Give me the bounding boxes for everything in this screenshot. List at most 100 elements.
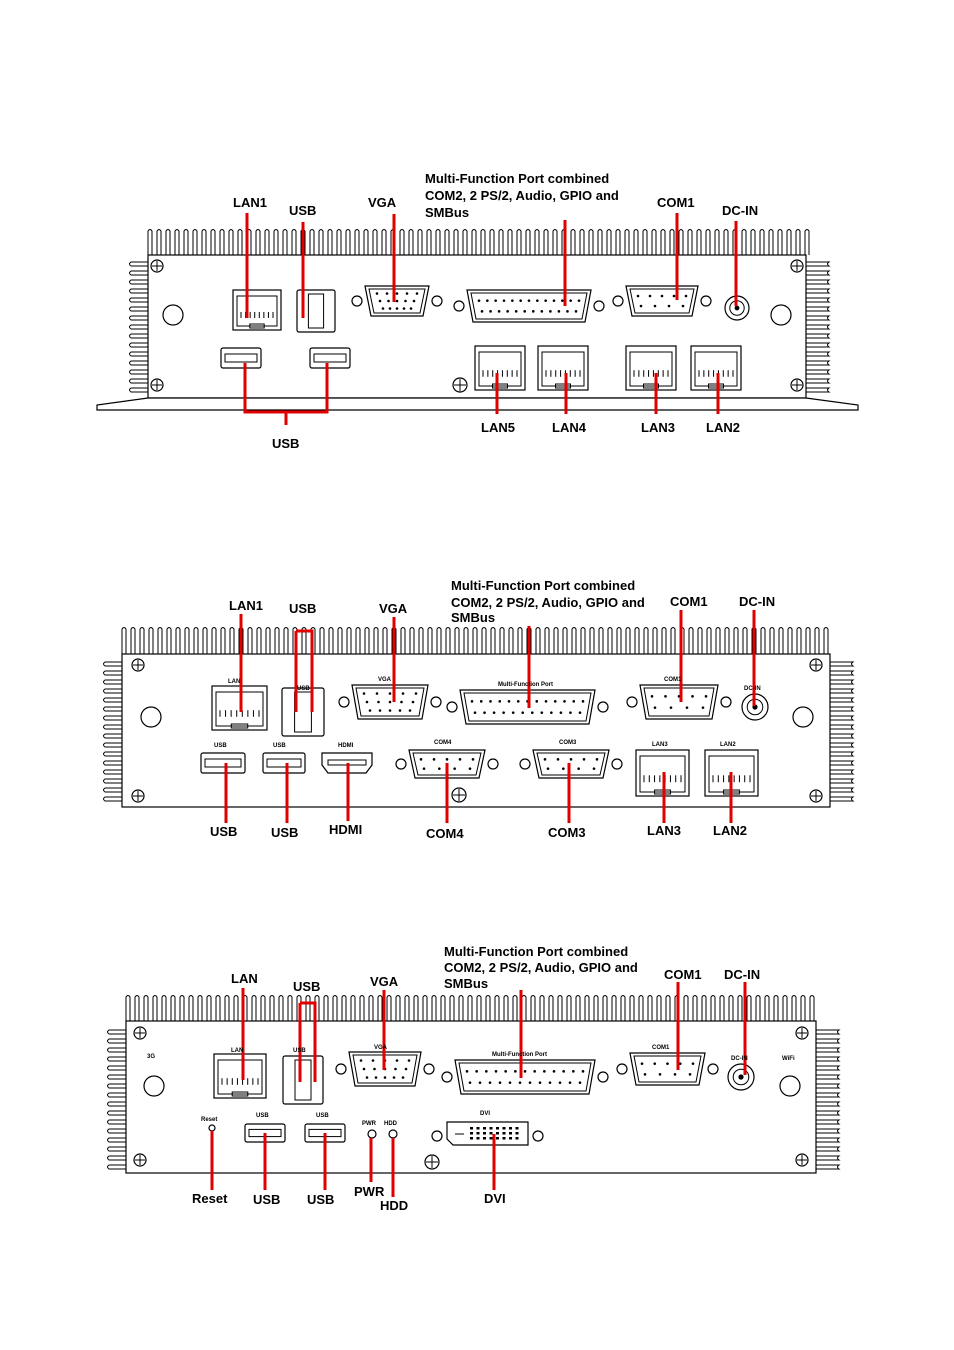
heatsink-fin bbox=[642, 229, 648, 255]
heatsink-fin bbox=[467, 995, 473, 1021]
dsub-screw bbox=[626, 696, 638, 708]
label-lan: LAN bbox=[231, 971, 258, 986]
heatsink-fin bbox=[364, 627, 370, 654]
heatsink-fin bbox=[669, 229, 675, 255]
heatsink-fin bbox=[624, 229, 630, 255]
heatsink-fin bbox=[314, 995, 320, 1021]
heatsink-fin bbox=[372, 229, 378, 255]
silk-usb-2: USB bbox=[273, 743, 286, 749]
heatsink-fin bbox=[773, 995, 779, 1021]
heatsink-fin bbox=[809, 995, 815, 1021]
dsub-pin bbox=[458, 758, 462, 761]
label-usb-bottom-1: USB bbox=[253, 1192, 280, 1207]
heatsink-fin bbox=[444, 229, 450, 255]
label-mfp-line3: SMBus bbox=[425, 205, 469, 220]
heatsink-fin bbox=[346, 627, 352, 654]
dsub-pin bbox=[419, 758, 423, 761]
heatsink-fin bbox=[543, 229, 549, 255]
heatsink-fin bbox=[733, 627, 739, 654]
dsub-pin bbox=[388, 307, 392, 310]
dsub-pin bbox=[395, 299, 399, 303]
heatsink-fin bbox=[552, 229, 558, 255]
dsub-pin bbox=[557, 310, 561, 313]
heatsink-fin bbox=[557, 995, 563, 1021]
heatsink-fin bbox=[670, 627, 676, 654]
heatsink-fin bbox=[427, 627, 433, 654]
dsub-screw bbox=[351, 295, 363, 307]
heatsink-fin bbox=[508, 627, 514, 654]
heatsink-fin bbox=[287, 995, 293, 1021]
dsub-pin bbox=[371, 1059, 375, 1062]
dsub-pin bbox=[544, 700, 548, 703]
heatsink-fin bbox=[269, 995, 275, 1021]
heatsink-fin bbox=[494, 995, 500, 1021]
rj45-latch bbox=[708, 383, 724, 389]
dsub-pin bbox=[667, 304, 671, 308]
heatsink-fin bbox=[710, 995, 716, 1021]
dsub-pin bbox=[368, 709, 372, 712]
heatsink-fin bbox=[319, 627, 325, 654]
heatsink-fin bbox=[224, 995, 230, 1021]
dsub-pin bbox=[514, 1070, 517, 1073]
mounting-bracket bbox=[96, 397, 859, 411]
heatsink-fin bbox=[228, 229, 234, 255]
heatsink-fin bbox=[130, 627, 136, 654]
rj45-socket bbox=[217, 1059, 263, 1095]
label-com1: COM1 bbox=[670, 594, 708, 609]
heatsink-fin bbox=[570, 229, 576, 255]
label-com3: COM3 bbox=[548, 825, 586, 840]
side-fin bbox=[830, 796, 855, 802]
side-fin bbox=[129, 369, 148, 375]
dsub-pin bbox=[533, 1070, 536, 1073]
side-fin bbox=[103, 670, 122, 676]
heatsink-fin bbox=[417, 229, 423, 255]
side-fin bbox=[107, 1155, 126, 1161]
dsub-pin bbox=[562, 767, 565, 770]
dsub-pin bbox=[704, 695, 708, 698]
heatsink-fin bbox=[589, 627, 595, 654]
usb-port-icon bbox=[282, 1055, 324, 1105]
label-dcin: DC-IN bbox=[722, 203, 758, 218]
mount-hole bbox=[162, 304, 184, 326]
heatsink-fin bbox=[480, 229, 486, 255]
heatsink-fin bbox=[471, 229, 477, 255]
dsub-pin bbox=[486, 299, 489, 302]
heatsink-fin bbox=[156, 229, 162, 255]
dsub-pin bbox=[411, 700, 415, 704]
side-fin bbox=[806, 333, 831, 339]
dsub-pin bbox=[470, 700, 474, 703]
dsub-screw bbox=[338, 696, 350, 708]
heatsink-fin bbox=[188, 995, 194, 1021]
usb-tongue bbox=[224, 353, 258, 363]
usb-port-icon bbox=[262, 752, 306, 774]
rj45-latch bbox=[249, 323, 265, 329]
dsub-pin bbox=[528, 1081, 532, 1084]
heatsink-fin bbox=[278, 995, 284, 1021]
silk-dcin: DC-IN bbox=[744, 686, 761, 692]
heatsink-fin bbox=[445, 627, 451, 654]
heatsink-fin bbox=[193, 627, 199, 654]
mount-hole bbox=[143, 1075, 165, 1097]
panel1-callouts bbox=[243, 213, 738, 425]
heatsink-fin bbox=[134, 995, 140, 1021]
heatsink-fin bbox=[723, 229, 729, 255]
silk-3g: 3G bbox=[147, 1054, 155, 1060]
dsub-pin bbox=[375, 292, 379, 295]
side-fin bbox=[103, 715, 122, 721]
dsub-pin bbox=[544, 299, 547, 302]
dsub-pin bbox=[523, 1070, 527, 1073]
side-fin bbox=[830, 760, 855, 766]
heatsink-fin bbox=[814, 627, 820, 654]
dsub-pin bbox=[489, 700, 492, 703]
heatsink-fin bbox=[660, 229, 666, 255]
heatsink-fin bbox=[345, 229, 351, 255]
heatsink-fin bbox=[823, 627, 829, 654]
heatsink-fin bbox=[611, 995, 617, 1021]
dsub-pin bbox=[404, 1067, 408, 1071]
side-fin bbox=[830, 697, 855, 703]
heatsink-fin bbox=[184, 627, 190, 654]
heatsink-fin bbox=[175, 627, 181, 654]
dsub-pin bbox=[488, 1081, 492, 1084]
side-fin bbox=[129, 315, 148, 321]
dsub-pin bbox=[582, 758, 586, 761]
